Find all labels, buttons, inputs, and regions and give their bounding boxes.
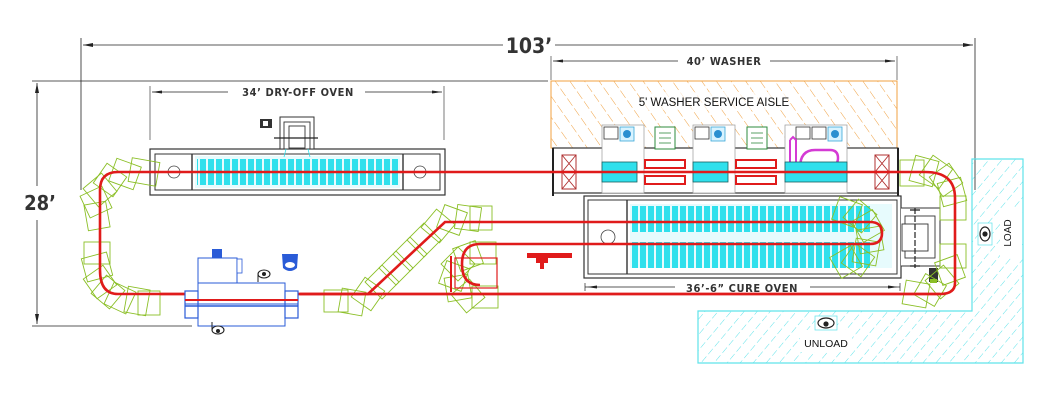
dryoff-burner-icon	[260, 116, 318, 158]
load-unload-zone: LOAD UNLOAD	[697, 158, 1024, 364]
service-aisle-label: 5' WASHER SERVICE AISLE	[639, 97, 790, 109]
dimension-overall-width: 28’	[24, 80, 548, 327]
dryoff-oven-label: 34’ DRY-OFF OVEN	[242, 86, 354, 99]
dimension-dryoff-oven: 34’ DRY-OFF OVEN	[149, 86, 445, 140]
load-operator-icon	[977, 222, 993, 246]
dimension-washer: 40’ WASHER	[550, 55, 898, 80]
dry-off-oven	[149, 116, 446, 196]
cure-oven-label: 36’-6” CURE OVEN	[686, 282, 798, 295]
burner-motor-icon	[282, 254, 298, 271]
dimension-overall-length: 103’	[80, 34, 976, 190]
dimension-cure-oven: 36’-6” CURE OVEN	[584, 282, 901, 295]
washer-label: 40’ WASHER	[687, 55, 762, 68]
washer-tanks-1	[644, 159, 686, 185]
load-label: LOAD	[1003, 219, 1014, 246]
washer	[552, 124, 899, 196]
overall-length-label: 103’	[506, 34, 553, 58]
operator-icon-bottom	[211, 322, 225, 335]
conveyor-drive-icon	[450, 253, 572, 292]
washer-stage-1	[601, 124, 676, 194]
operator-icon-top	[257, 269, 271, 282]
washer-stage-3-heat-exchanger	[784, 124, 848, 194]
unload-label: UNLOAD	[804, 338, 848, 350]
cure-oven	[583, 195, 941, 283]
washer-tanks-2	[735, 159, 777, 185]
cure-oven-burner-icon	[901, 207, 941, 283]
overall-width-label: 28’	[24, 191, 56, 215]
washer-stage-2	[692, 124, 768, 194]
burnoff-unit	[184, 249, 299, 335]
unload-operator-icon	[814, 315, 838, 331]
